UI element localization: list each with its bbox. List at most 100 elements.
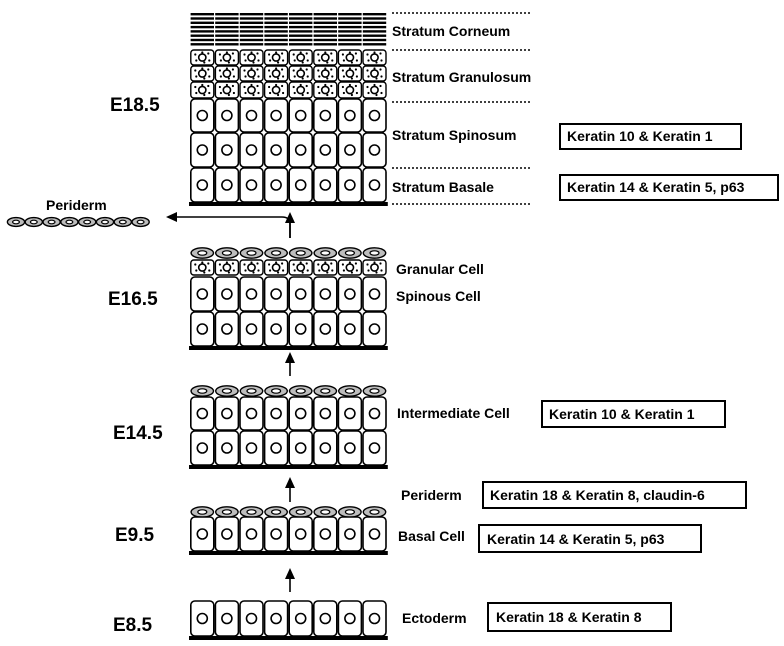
e85-basement-membrane <box>189 636 388 640</box>
shed-periderm-nucleus <box>29 219 38 225</box>
e185-granular-row3-nucleus <box>320 85 330 95</box>
e185-spinous-row1-nucleus <box>319 109 332 122</box>
e165-basal-nucleus <box>344 323 356 335</box>
e185-granular-row1-granule <box>207 52 210 55</box>
label-granular-cell: Granular Cell <box>396 261 484 277</box>
label-intermediate-cell: Intermediate Cell <box>397 405 510 421</box>
e165-granular-granule <box>243 263 246 266</box>
e185-granular-row2-granule <box>257 75 260 78</box>
e185-granular-row2-granule <box>306 75 309 78</box>
marker-basal: Keratin 14 & Keratin 5, p63 <box>487 531 665 547</box>
e165-spinous-nucleus <box>221 288 233 300</box>
e165-granular-granule <box>350 271 353 274</box>
corneum-lamella <box>313 21 337 24</box>
e95-basal-nucleus <box>344 528 356 540</box>
e185-granular-row3-granule <box>342 91 345 95</box>
corneum-lamella <box>362 17 387 20</box>
corneum-lamella <box>362 30 387 33</box>
e185-granular-row1-granule <box>244 59 247 62</box>
e165-basement-membrane <box>189 346 388 350</box>
e185-granular-row3-granule <box>318 91 321 95</box>
e185-granular-row2-granule <box>277 77 280 80</box>
e185-granular-row2-granule <box>299 67 302 70</box>
marker-box-basale <box>559 174 779 201</box>
e95-periderm-nucleus <box>295 509 306 515</box>
e165-granular-granule <box>195 269 198 272</box>
label-basal-cell: Basal Cell <box>398 528 465 544</box>
e145-periderm-nucleus <box>344 388 355 394</box>
e185-basal-row-nucleus <box>245 179 258 191</box>
e165-granular-granule <box>355 269 358 272</box>
e145-basal-nucleus <box>344 442 356 454</box>
e185-granular-row3-granule <box>207 84 210 88</box>
e165-granular-granule <box>324 261 327 264</box>
corneum-lamella <box>313 43 337 46</box>
e165-spinous-nucleus <box>270 288 282 300</box>
e165-basal-nucleus <box>368 323 381 335</box>
e185-granular-row2-granule <box>201 67 204 70</box>
corneum-lamella <box>190 30 214 33</box>
label-stratum-spinosum: Stratum Spinosum <box>392 127 516 143</box>
e145-intermediate-nucleus <box>368 407 381 420</box>
e165-granular-granule <box>293 269 296 272</box>
e145-periderm-nucleus <box>295 388 306 394</box>
e165-spinous-nucleus <box>196 288 209 300</box>
e185-granular-row2-granule <box>373 67 376 70</box>
e185-granular-row1-granule <box>330 52 333 55</box>
e185-granular-row1-granule <box>281 52 284 55</box>
e185-granular-row2-granule <box>281 68 284 71</box>
corneum-lamella <box>239 25 264 29</box>
e185-granular-row2-granule <box>269 75 272 78</box>
e185-granular-row1-granule <box>250 51 253 54</box>
e85-ectoderm-nucleus <box>294 612 307 625</box>
e185-granular-row3-granule <box>203 93 206 97</box>
e185-granular-row3-granule <box>324 83 327 87</box>
e95-periderm-nucleus <box>197 509 208 515</box>
e185-granular-row3-granule <box>244 91 247 95</box>
e185-granular-row1-granule <box>367 59 370 62</box>
corneum-lamella <box>289 30 313 33</box>
marker-spinosum: Keratin 10 & Keratin 1 <box>567 128 713 144</box>
e185-granular-row2-nucleus <box>370 69 379 78</box>
e185-granular-row1-granule <box>317 53 320 56</box>
e85-ectoderm-nucleus <box>368 612 381 625</box>
e185-granular-row3-nucleus <box>345 85 355 95</box>
e165-basal-nucleus <box>245 323 258 335</box>
e185-granular-row3-granule <box>268 85 271 89</box>
e185-granular-row3-granule <box>227 93 230 97</box>
e185-granular-row3-granule <box>317 85 320 89</box>
e185-granular-row3-granule <box>194 85 197 89</box>
arrowhead-e8-to-e9 <box>285 568 295 579</box>
e165-granular-granule <box>318 269 321 272</box>
e165-granular-nucleus <box>370 263 379 272</box>
e185-granular-row2-granule <box>293 75 296 78</box>
corneum-lamella <box>190 13 214 16</box>
e165-granular-granule <box>375 271 378 274</box>
e185-spinous-row1-nucleus <box>294 109 307 122</box>
label-periderm: Periderm <box>401 487 462 503</box>
e85-ectoderm-nucleus <box>245 612 258 625</box>
e185-granular-row2-granule <box>225 67 228 70</box>
marker-box-basal <box>478 524 702 553</box>
e165-basal-nucleus <box>196 323 209 335</box>
e185-granular-row3-granule <box>225 83 228 87</box>
e145-basal-nucleus <box>319 442 332 454</box>
e185-granular-row2-granule <box>342 75 345 78</box>
e185-granular-row1-granule <box>354 52 357 55</box>
e185-granular-row3-nucleus <box>222 85 232 95</box>
corneum-lamella <box>190 43 214 46</box>
e185-granular-row1-granule <box>348 51 351 54</box>
e185-granular-row1-granule <box>326 61 329 64</box>
e165-granular-granule <box>299 261 302 264</box>
label-stratum-basale: Stratum Basale <box>392 179 494 195</box>
corneum-lamella <box>239 30 264 33</box>
e145-intermediate-nucleus <box>294 407 307 420</box>
arrowhead-e9-to-e14 <box>285 477 295 488</box>
corneum-lamella <box>190 34 214 37</box>
e185-granular-row3-granule <box>379 84 382 88</box>
corneum-lamella <box>289 43 313 46</box>
e185-spinous-row2-nucleus <box>221 144 233 156</box>
e145-intermediate-nucleus <box>221 407 233 420</box>
corneum-lamella <box>362 43 387 46</box>
